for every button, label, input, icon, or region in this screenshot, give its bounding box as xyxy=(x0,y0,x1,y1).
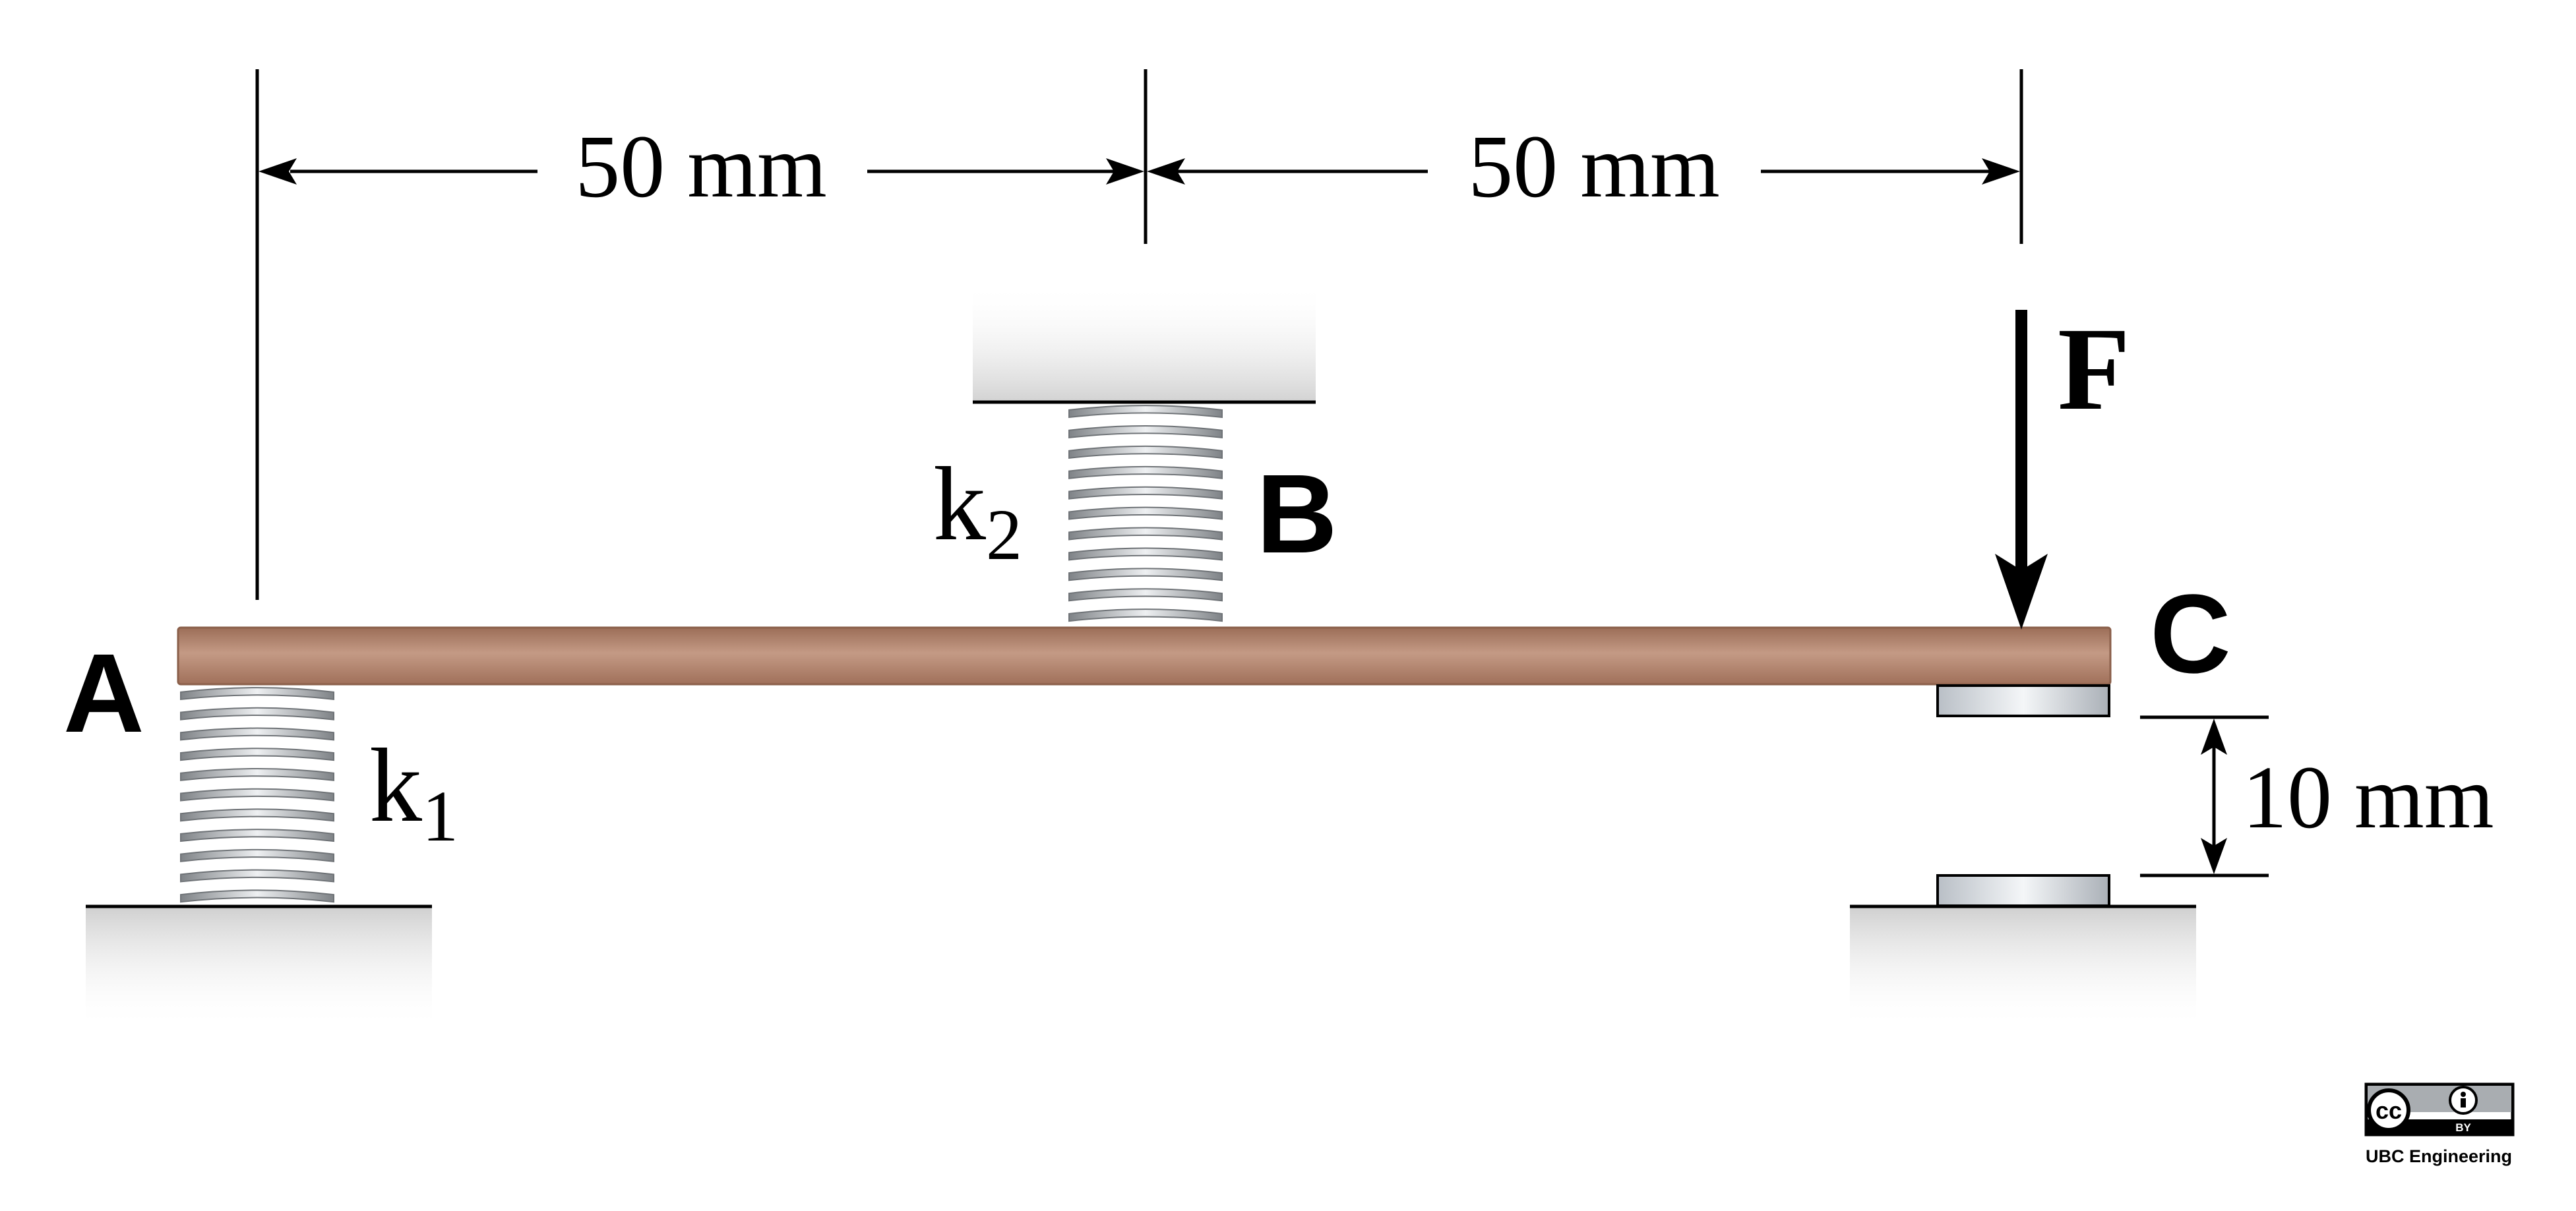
spring-coil xyxy=(1068,405,1223,419)
license-credit: UBC Engineering xyxy=(2366,1146,2512,1166)
point-b-label: B xyxy=(1256,452,1337,577)
ceiling-block xyxy=(973,283,1316,402)
spring-coil xyxy=(1068,547,1223,561)
point-a-label: A xyxy=(63,631,144,756)
ground-c-block xyxy=(1850,906,2196,1028)
by-icon-head xyxy=(2461,1092,2466,1097)
force-arrow-shaft xyxy=(2015,310,2027,574)
spring-coil xyxy=(1068,445,1223,459)
spring-k1-subscript: 1 xyxy=(422,776,458,856)
spring-k2-subscript: 2 xyxy=(986,494,1022,575)
spring-k1 xyxy=(180,687,334,903)
spring-coil xyxy=(180,707,334,721)
spring-k1-letter: k xyxy=(369,726,422,844)
spring-coil xyxy=(180,748,334,761)
spring-coil xyxy=(1068,506,1223,520)
spring-k2 xyxy=(1068,405,1223,622)
dimension-gap xyxy=(2140,715,2269,877)
cc-logo-circle xyxy=(2367,1088,2410,1132)
by-icon-body xyxy=(2461,1098,2466,1108)
gap-arrow-bottom xyxy=(2201,838,2227,874)
spring-k1-label: k1 xyxy=(369,726,458,856)
spring-coil xyxy=(1068,608,1223,622)
upper-plate xyxy=(1936,684,2110,717)
spring-coil xyxy=(1068,486,1223,500)
dimension-right-arrow-start xyxy=(1147,158,1185,185)
point-c-label: C xyxy=(2150,572,2231,697)
spring-coil xyxy=(1068,568,1223,581)
force-arrow-head xyxy=(1995,554,2048,630)
spring-coil xyxy=(180,788,334,802)
dimension-left-arrow-start xyxy=(259,158,297,185)
beam xyxy=(177,626,2112,686)
spring-k2-letter: k xyxy=(933,445,986,562)
ceiling-support-b xyxy=(973,283,1316,404)
ground-a-block xyxy=(86,906,432,1028)
ground-support-a xyxy=(86,904,432,1028)
spring-coil xyxy=(180,727,334,741)
spring-coil xyxy=(1068,588,1223,602)
dimension-right-arrow-end xyxy=(1982,158,2020,185)
stop-c xyxy=(1850,684,2196,1028)
dimension-right: 50 mm xyxy=(1147,117,2020,216)
spring-coil xyxy=(180,687,334,701)
spring-coil xyxy=(1068,465,1223,479)
license-badge: cc BY xyxy=(2364,1082,2515,1137)
cc-logo-text: cc xyxy=(2376,1097,2402,1124)
spring-coil xyxy=(180,869,334,883)
force-arrow xyxy=(1995,310,2048,630)
dimension-left-arrow-end xyxy=(1106,158,1144,185)
dimension-left: 50 mm xyxy=(259,117,1144,216)
spring-coil xyxy=(180,889,334,903)
lower-plate xyxy=(1936,874,2110,907)
spring-k2-label: k2 xyxy=(933,445,1022,575)
spring-coil xyxy=(1068,527,1223,541)
spring-coil xyxy=(180,848,334,862)
spring-coil xyxy=(180,829,334,842)
spring-coil xyxy=(180,808,334,822)
dimension-right-label: 50 mm xyxy=(1468,117,1720,216)
dimension-gap-label: 10 mm xyxy=(2242,748,2494,847)
spring-coil xyxy=(1068,425,1223,439)
extension-lines xyxy=(255,69,2023,600)
force-label: F xyxy=(2058,303,2130,434)
by-label: BY xyxy=(2455,1121,2471,1134)
dimension-left-label: 50 mm xyxy=(575,117,827,216)
spring-coil xyxy=(180,767,334,781)
gap-arrow-top xyxy=(2201,719,2227,755)
